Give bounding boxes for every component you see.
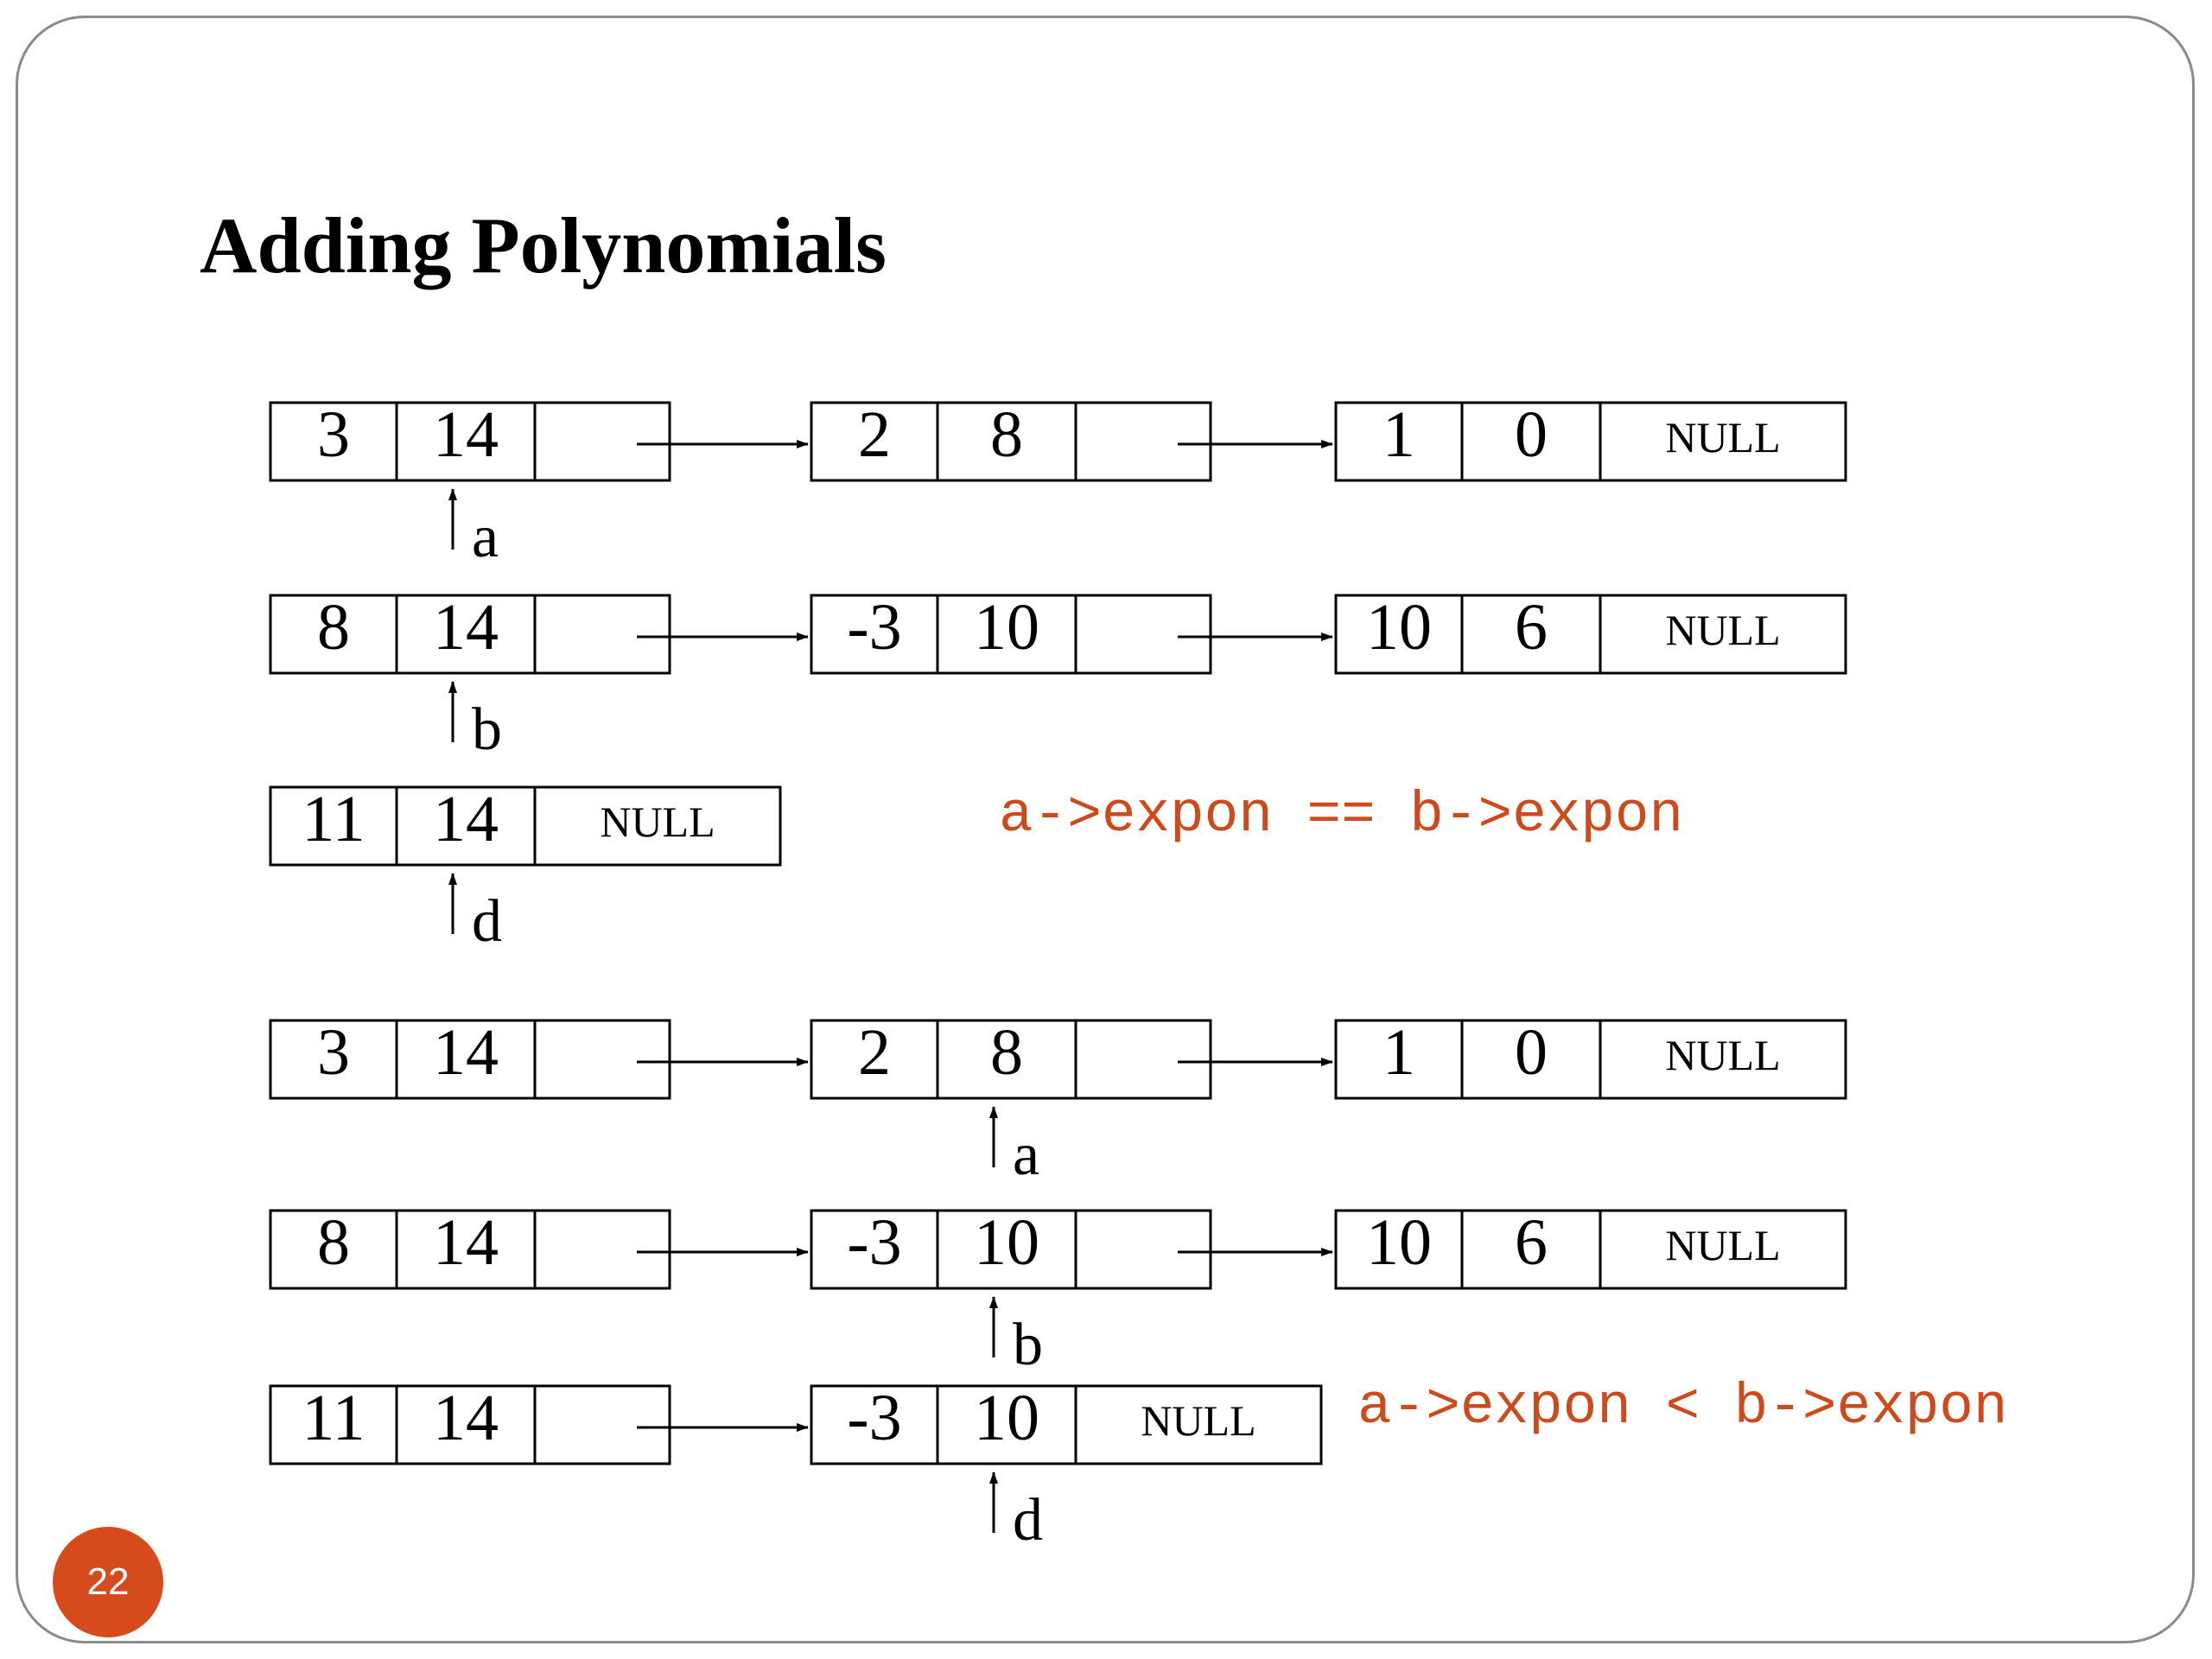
- page-number-badge: 22: [53, 1527, 163, 1637]
- expon-value: 8: [990, 1016, 1023, 1089]
- pointer-label: d: [472, 888, 502, 955]
- expon-value: 14: [433, 1206, 499, 1279]
- node-box: [269, 1019, 671, 1100]
- expon-value: 0: [1515, 398, 1548, 471]
- expon-value: 10: [974, 1382, 1039, 1454]
- node-box: [269, 1384, 671, 1465]
- list-node: -3 10: [810, 591, 1212, 675]
- expon-value: 14: [433, 783, 499, 855]
- coef-value: 8: [317, 591, 350, 664]
- list-node: -3 10: [810, 1206, 1212, 1290]
- expon-value: 14: [433, 1016, 499, 1089]
- pointer-label: a: [1013, 1122, 1039, 1188]
- node-box: [1334, 401, 1847, 482]
- node-box: [810, 594, 1212, 675]
- node-box: [269, 1209, 671, 1290]
- pointer-marker: a: [989, 1106, 1039, 1188]
- coef-value: 1: [1382, 1016, 1415, 1089]
- list-node: 10 6 NULL: [1334, 1206, 1847, 1290]
- coef-value: 2: [858, 398, 891, 471]
- null-link: NULL: [1665, 1031, 1780, 1079]
- node-box: [1334, 594, 1847, 675]
- node-box: [1334, 1019, 1847, 1100]
- conditions: a->expon == b->expon a->expon < b->expon: [999, 783, 2008, 1440]
- list-node: 8 14: [269, 591, 671, 675]
- null-link: NULL: [1665, 606, 1780, 654]
- coef-value: 11: [302, 783, 365, 855]
- condition-equal: a->expon == b->expon: [999, 783, 1683, 848]
- coef-value: 8: [317, 1206, 350, 1279]
- pointer-marker: b: [989, 1296, 1043, 1378]
- expon-value: 6: [1515, 1206, 1548, 1279]
- coef-value: -3: [847, 591, 901, 664]
- coef-value: 1: [1382, 398, 1415, 471]
- expon-value: 14: [433, 591, 499, 664]
- node-box: [269, 785, 782, 867]
- coef-value: 10: [1366, 1206, 1432, 1279]
- list-node: 10 6 NULL: [1334, 591, 1847, 675]
- node-box: [810, 1209, 1212, 1290]
- null-link: NULL: [1141, 1396, 1255, 1445]
- list-node: 3 14: [269, 398, 671, 482]
- pointer-marker: d: [448, 873, 502, 955]
- expon-value: 10: [974, 591, 1039, 664]
- list-node: 8 14: [269, 1206, 671, 1290]
- coef-value: 3: [317, 398, 350, 471]
- pointer-label: a: [472, 504, 499, 570]
- node-box: [269, 401, 671, 482]
- list-node: 11 14: [269, 1382, 671, 1465]
- node-box: [1334, 1209, 1847, 1290]
- expon-value: 14: [433, 398, 499, 471]
- expon-value: 0: [1515, 1016, 1548, 1089]
- list-node: 1 0 NULL: [1334, 398, 1847, 482]
- node-box: [810, 1384, 1323, 1465]
- pointer-marker: a: [448, 488, 499, 570]
- pointer-label: d: [1013, 1487, 1043, 1554]
- list-node: 11 14 NULL: [269, 783, 782, 867]
- node-box: [810, 1019, 1212, 1100]
- null-link: NULL: [1665, 1221, 1780, 1269]
- slide-title: Adding Polynomials: [200, 201, 887, 289]
- expon-value: 14: [433, 1382, 499, 1454]
- coef-value: 11: [302, 1382, 365, 1454]
- coef-value: 10: [1366, 591, 1432, 664]
- list-node: -3 10 NULL: [810, 1382, 1323, 1465]
- pointer-marker: b: [448, 681, 502, 763]
- condition-less: a->expon < b->expon: [1357, 1375, 2008, 1440]
- pointer-marker: d: [989, 1471, 1043, 1554]
- node-box: [810, 401, 1212, 482]
- expon-value: 6: [1515, 591, 1548, 664]
- expon-value: 10: [974, 1206, 1039, 1279]
- coef-value: -3: [847, 1382, 901, 1454]
- node-box: [269, 594, 671, 675]
- coef-value: 2: [858, 1016, 891, 1089]
- null-link: NULL: [600, 798, 715, 846]
- null-link: NULL: [1665, 413, 1780, 461]
- coef-value: 3: [317, 1016, 350, 1089]
- pointer-label: b: [1013, 1312, 1043, 1378]
- expon-value: 8: [990, 398, 1023, 471]
- coef-value: -3: [847, 1206, 901, 1279]
- link-arrows: [637, 440, 1333, 1432]
- pointer-label: b: [472, 696, 502, 763]
- list-node: 1 0 NULL: [1334, 1016, 1847, 1100]
- pointer-markers: a b d a b d: [448, 488, 1043, 1554]
- list-node: 3 14: [269, 1016, 671, 1100]
